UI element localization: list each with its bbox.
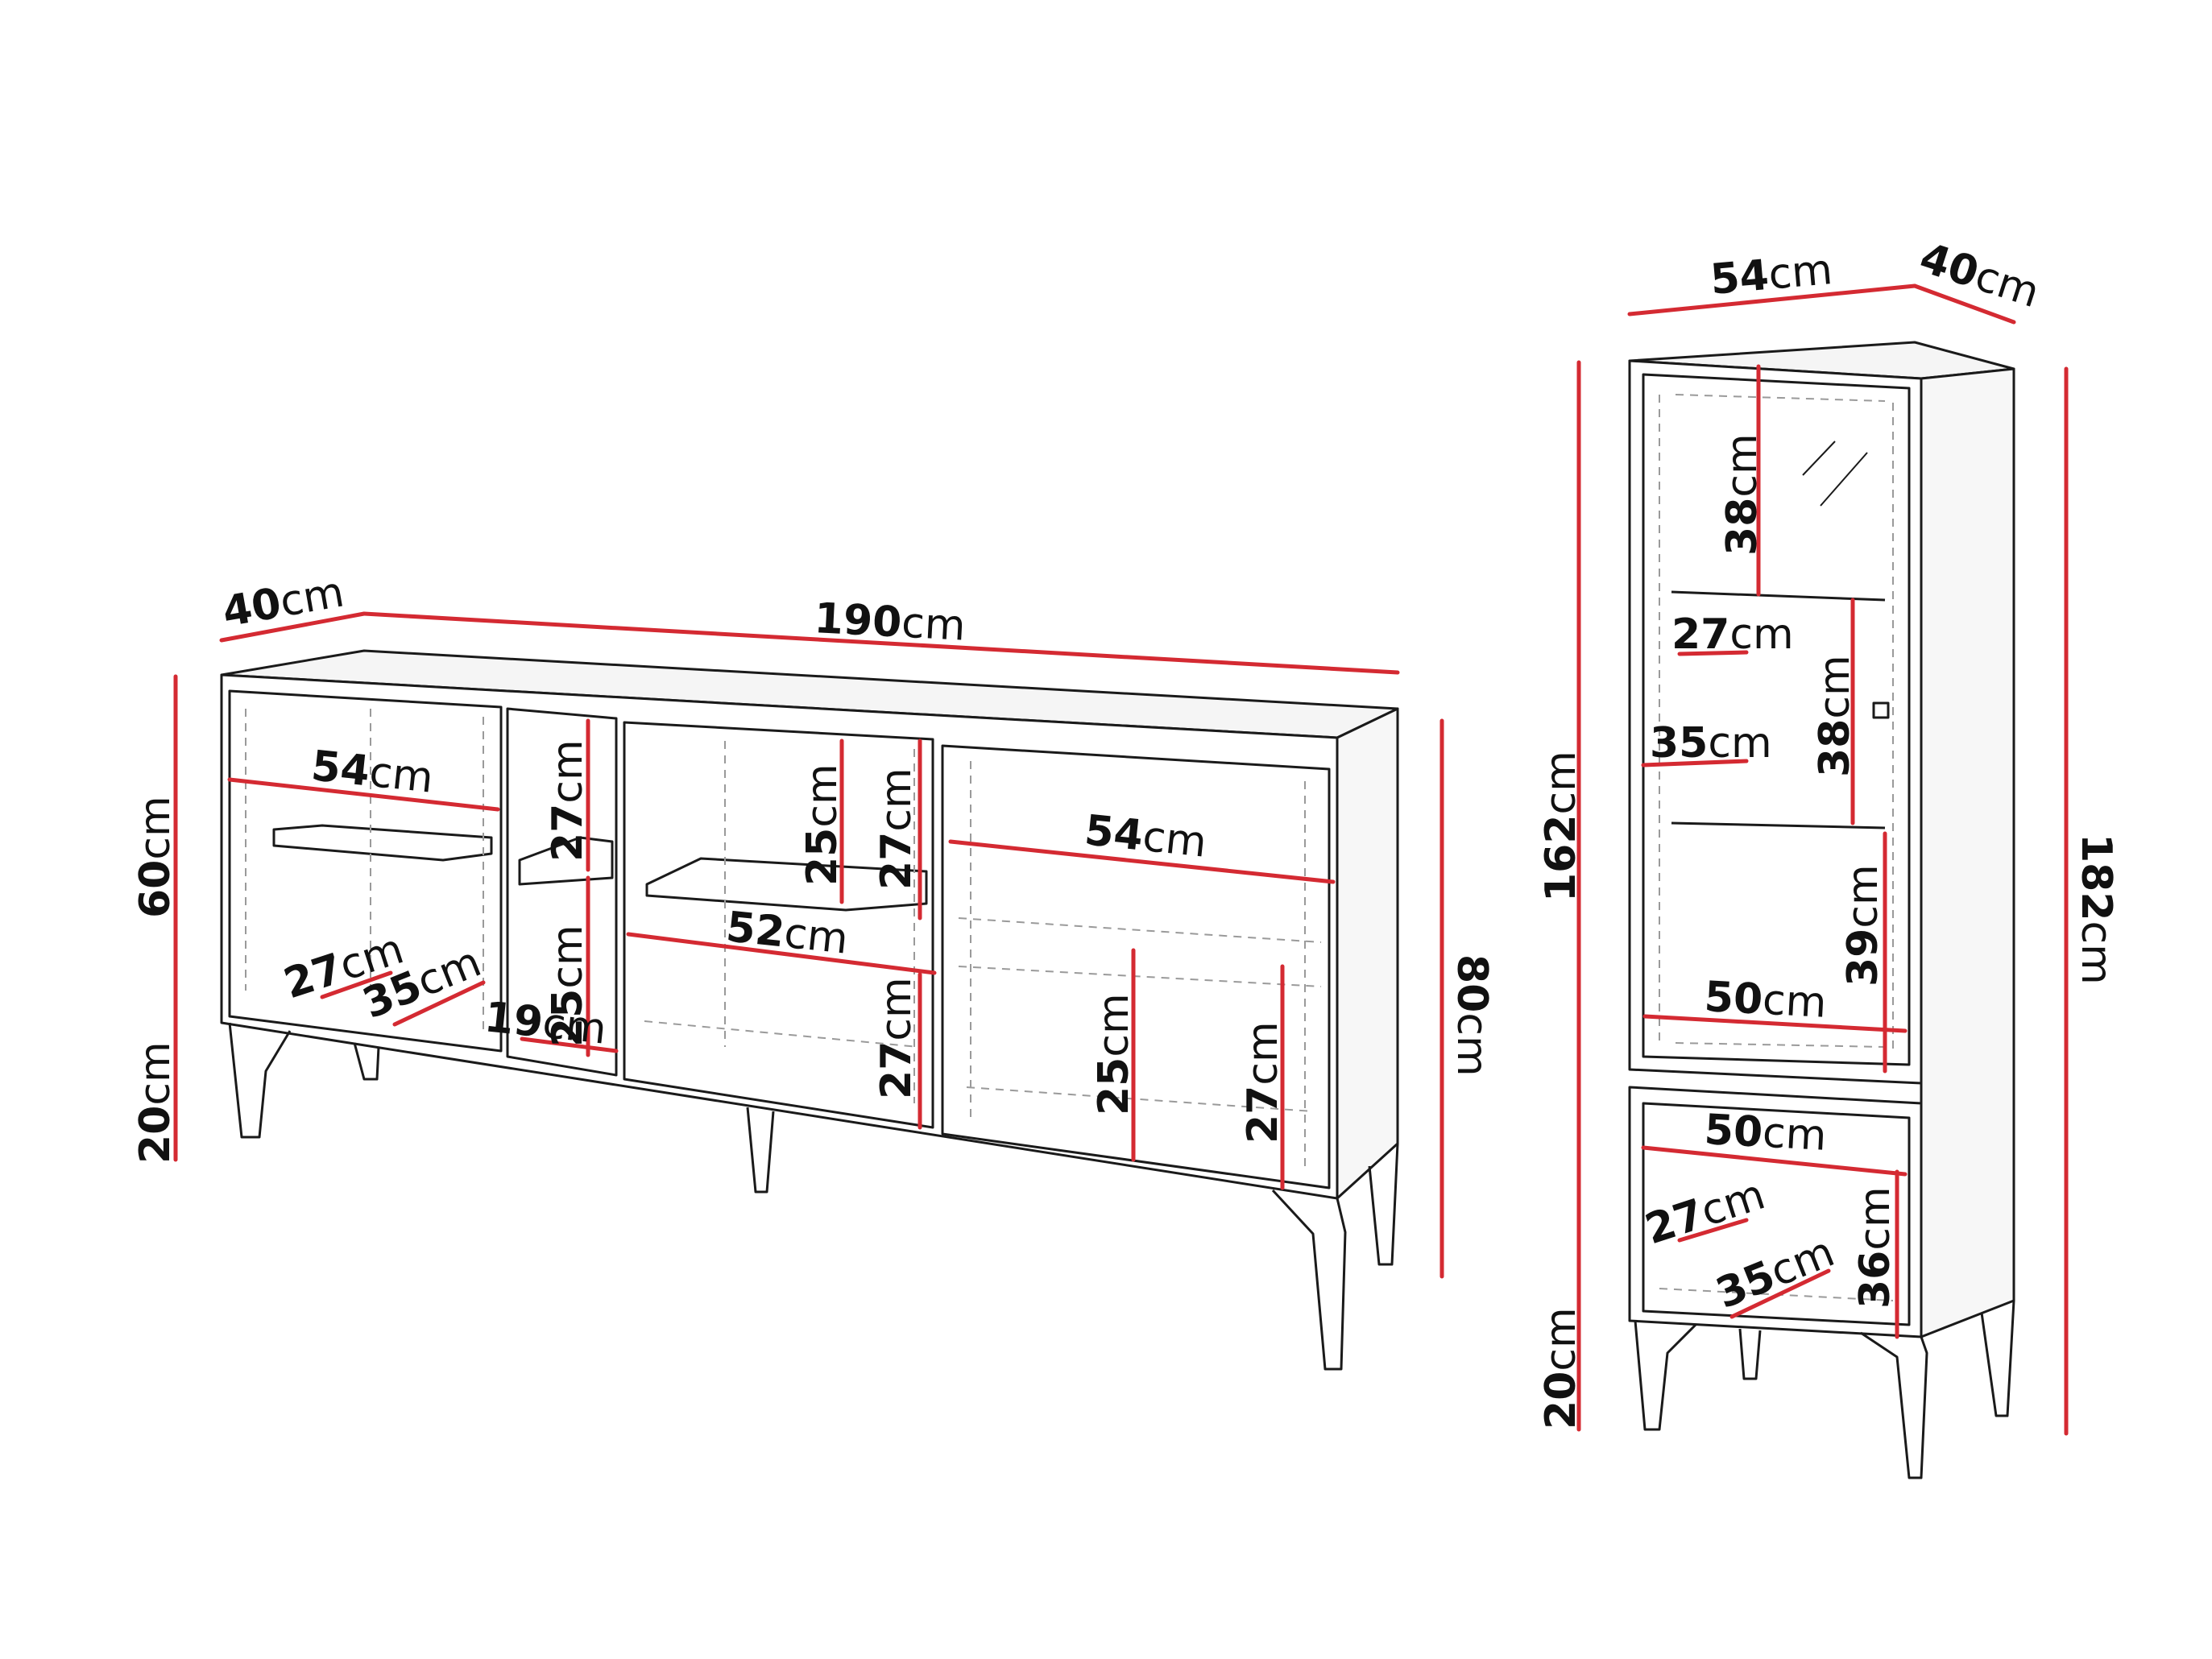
label-cabinet-lower-width: 50cm xyxy=(1703,973,1828,1028)
cabinet-upper-door xyxy=(1642,373,1911,1066)
label-sideboard-leg-height: 20cm xyxy=(131,1041,180,1164)
sideboard-leg-back-right xyxy=(1368,1143,1399,1266)
label-sideboard-depth: 40cm xyxy=(219,568,348,636)
label-right-lower-a: 25cm xyxy=(1090,993,1138,1115)
dim-line-left-shelf-depth xyxy=(320,970,393,999)
dim-line-left-shelf-length xyxy=(392,980,486,1027)
dim-line-right-shelf-width xyxy=(948,839,1336,884)
sideboard-leg-back-left xyxy=(353,1042,380,1081)
dim-line-cabinet-width xyxy=(1627,283,1917,316)
cabinet-leg-back-left xyxy=(1738,1328,1762,1380)
label-drawer-width: 50cm xyxy=(1703,1106,1828,1160)
dim-line-left-shelf-width xyxy=(227,777,500,812)
cabinet-side xyxy=(1920,367,2015,1338)
middle-shelf xyxy=(518,836,614,886)
label-sideboard-total-height: 80cm xyxy=(1448,954,1496,1077)
label-sideboard-body-height: 60cm xyxy=(131,796,180,918)
label-center-lower: 27cm xyxy=(872,977,921,1099)
sideboard-leg-front-right xyxy=(1271,1189,1347,1371)
label-cabinet-middle-depth: 27cm xyxy=(1671,610,1794,659)
cabinet-drawer-front xyxy=(1642,1102,1911,1326)
label-right-lower-b: 27cm xyxy=(1239,1021,1287,1144)
sideboard-leg-front-left xyxy=(228,1022,292,1139)
dim-line-cabinet-middle-depth xyxy=(1677,650,1749,656)
cabinet-leg-front-right xyxy=(1860,1331,1928,1479)
label-middle-lower: 25cm xyxy=(544,925,592,1047)
label-cabinet-total-height: 182cm xyxy=(2072,834,2120,985)
label-cabinet-width: 54cm xyxy=(1709,246,1834,304)
center-shelf xyxy=(645,857,928,912)
cabinet-drawing xyxy=(1628,341,2015,1479)
label-cabinet-leg-height: 20cm xyxy=(1537,1307,1585,1429)
cabinet-lock-icon xyxy=(1872,701,1890,719)
label-center-shelf-width: 52cm xyxy=(724,903,851,964)
middle-column xyxy=(506,707,618,1077)
cabinet-shelf-middle xyxy=(1671,821,1886,830)
label-cabinet-body-height: 162cm xyxy=(1537,751,1585,902)
cabinet-leg-back-right xyxy=(1980,1300,2015,1417)
dim-line-cabinet-depth xyxy=(1912,283,2016,325)
label-cabinet-lower-height: 39cm xyxy=(1839,864,1887,987)
sideboard-drawing xyxy=(220,649,1399,1371)
sideboard-leg-back-center xyxy=(746,1107,775,1194)
label-cabinet-depth: 40cm xyxy=(1914,234,2045,317)
left-shelf xyxy=(272,824,493,862)
dim-line-drawer-depth xyxy=(1677,1218,1749,1243)
dim-line-drawer-width xyxy=(1641,1145,1908,1177)
dim-line-drawer-length xyxy=(1729,1268,1831,1319)
label-middle-upper: 27cm xyxy=(544,739,592,862)
label-cabinet-middle-height: 38cm xyxy=(1811,655,1859,777)
sideboard-side xyxy=(1336,707,1399,1200)
dim-line-sideboard-width xyxy=(362,611,1400,675)
label-sideboard-width: 190cm xyxy=(813,594,967,651)
dim-line-cabinet-lower-width xyxy=(1642,1014,1908,1033)
left-door-panel xyxy=(228,689,503,1053)
right-door-panel xyxy=(941,744,1331,1189)
label-cabinet-middle-length: 35cm xyxy=(1650,719,1772,767)
dimension-lines xyxy=(173,283,2069,1436)
label-center-upper-b: 27cm xyxy=(872,767,921,890)
dim-line-sideboard-depth xyxy=(219,611,367,643)
label-middle-shelf-depth: 19cm xyxy=(483,993,609,1054)
dim-line-center-shelf-width xyxy=(626,932,937,975)
label-left-shelf-width: 54cm xyxy=(309,742,436,803)
dim-line-middle-shelf-depth xyxy=(520,1036,619,1053)
center-panel xyxy=(623,721,934,1129)
label-right-shelf-width: 54cm xyxy=(1083,806,1209,867)
cabinet-shelf-upper xyxy=(1671,590,1886,602)
glass-reflection-1 xyxy=(1802,441,1836,476)
label-center-upper-a: 25cm xyxy=(798,763,847,886)
label-drawer-height: 36cm xyxy=(1851,1186,1899,1309)
dim-line-cabinet-middle-length xyxy=(1641,759,1749,767)
cabinet-leg-front-left xyxy=(1634,1320,1697,1431)
label-cabinet-top: 38cm xyxy=(1718,433,1767,556)
glass-reflection-2 xyxy=(1820,452,1868,507)
sideboard-hidden-lines xyxy=(245,709,1322,1168)
